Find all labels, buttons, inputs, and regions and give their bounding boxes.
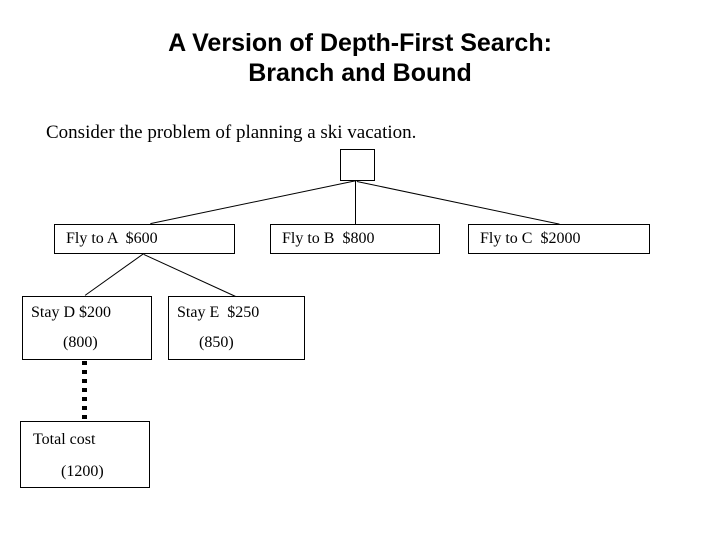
tree-node-total-cost[interactable]: Total cost (1200)	[20, 421, 150, 488]
tree-node-stay-e[interactable]: Stay E $250 (850)	[168, 296, 305, 360]
tree-node-stay-d[interactable]: Stay D $200 (800)	[22, 296, 152, 360]
intro-sentence: Consider the problem of planning a ski v…	[46, 122, 417, 143]
tree-node-total-cost-label: Total cost	[33, 431, 96, 448]
edge-fly-a-to-stay-e	[143, 254, 236, 297]
tree-node-root[interactable]	[340, 149, 375, 181]
tree-node-fly-c[interactable]: Fly to C $2000	[468, 224, 650, 254]
tree-node-total-cost-value: (1200)	[61, 463, 104, 480]
page-title: A Version of Depth-First Search: Branch …	[0, 28, 720, 88]
tree-node-fly-b[interactable]: Fly to B $800	[270, 224, 440, 254]
title-line-1: A Version of Depth-First Search:	[168, 29, 552, 57]
edge-root-to-fly-b	[354, 181, 356, 224]
edge-fly-a-to-stay-d	[84, 253, 144, 296]
tree-node-stay-e-cost: (850)	[199, 334, 234, 351]
tree-node-fly-a-label: Fly to A $600	[66, 230, 158, 247]
edge-stay-d-to-total	[82, 361, 87, 421]
tree-node-fly-a[interactable]: Fly to A $600	[54, 224, 235, 254]
title-line-2: Branch and Bound	[248, 59, 472, 87]
edge-root-to-fly-c	[356, 181, 560, 225]
edge-root-to-fly-a	[150, 179, 357, 225]
tree-node-fly-c-label: Fly to C $2000	[480, 230, 581, 247]
tree-node-stay-e-label: Stay E $250	[177, 304, 260, 321]
tree-node-stay-d-cost: (800)	[63, 334, 98, 351]
tree-node-fly-b-label: Fly to B $800	[282, 230, 375, 247]
tree-node-stay-d-label: Stay D $200	[31, 304, 111, 321]
